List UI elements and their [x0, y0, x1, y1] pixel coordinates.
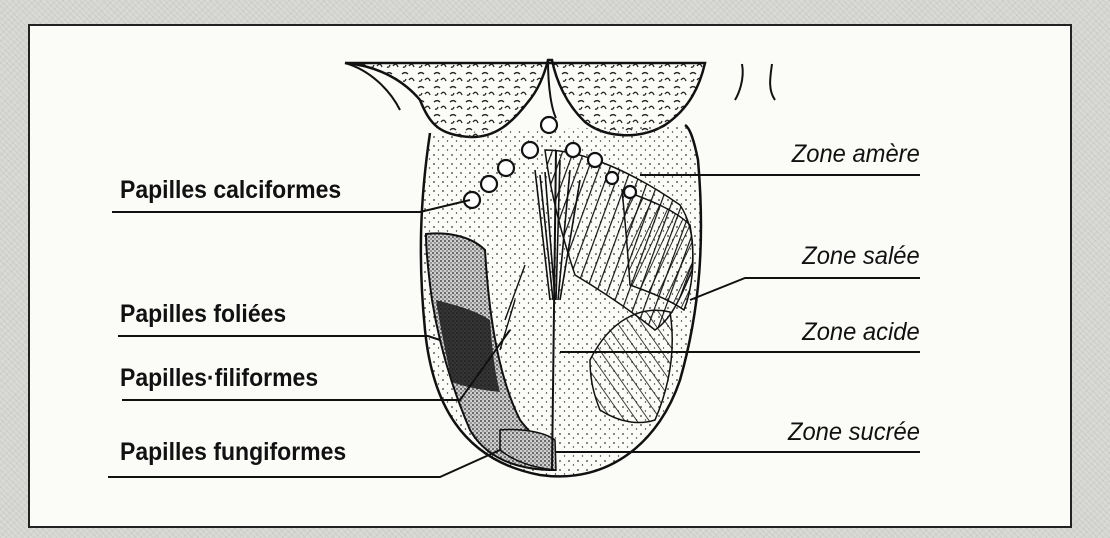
label-zone-amere: Zone amère	[792, 140, 920, 169]
epiglottis	[345, 60, 775, 137]
label-zone-acide: Zone acide	[802, 318, 920, 347]
label-papilles-fungiformes: Papilles fungiformes	[120, 438, 346, 467]
label-papilles-foliees: Papilles foliées	[120, 300, 286, 329]
label-zone-sucree: Zone sucrée	[788, 418, 920, 447]
label-zone-salee: Zone salée	[802, 242, 920, 271]
label-papilles-calciformes: Papilles calciformes	[120, 176, 341, 205]
label-papilles-filiformes: Papilles·filiformes	[120, 364, 318, 393]
